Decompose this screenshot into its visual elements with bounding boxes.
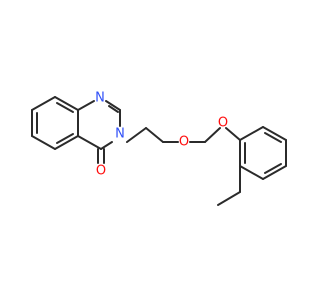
- bond: [77, 135, 102, 150]
- bond: [204, 127, 221, 143]
- structure-drawing: N N O O O: [31, 91, 287, 206]
- bond: [217, 191, 241, 206]
- bond: [264, 132, 282, 143]
- bond: [108, 105, 119, 113]
- bond: [56, 102, 74, 113]
- atom-n1: N: [95, 91, 105, 106]
- bond: [54, 135, 79, 150]
- atom-label: O: [96, 164, 106, 179]
- atom-label: N: [115, 127, 125, 142]
- atom-label-layer: N N O O O: [95, 91, 228, 179]
- atom-label: O: [218, 116, 228, 131]
- bond: [239, 165, 264, 180]
- bond: [31, 96, 56, 111]
- bond: [31, 135, 56, 150]
- bond: [262, 126, 287, 141]
- atom-label: N: [95, 91, 105, 106]
- bond: [264, 163, 282, 174]
- bond: [262, 165, 287, 180]
- bond: [145, 127, 164, 143]
- bond-layer: [31, 96, 287, 206]
- atom-n3: N: [115, 127, 125, 142]
- atom-o-carbonyl: O: [96, 164, 106, 179]
- molecule-canvas: N N O O O: [31, 91, 287, 206]
- bond: [225, 127, 241, 141]
- atom-label: O: [179, 135, 189, 150]
- bond: [56, 133, 74, 144]
- atom-o-ether1: O: [179, 135, 189, 150]
- bond: [54, 96, 79, 111]
- bond: [77, 100, 95, 111]
- bond: [239, 126, 264, 141]
- bond: [100, 141, 113, 150]
- bond: [105, 100, 121, 111]
- atom-o-ether2: O: [218, 116, 228, 131]
- bond: [126, 127, 147, 143]
